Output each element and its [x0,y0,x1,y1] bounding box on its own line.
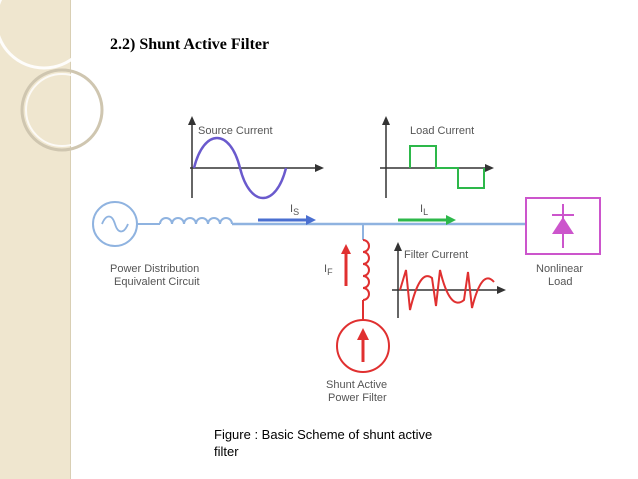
shunt-active-filter [336,319,390,373]
filter-current-plot: Filter Current [392,242,506,318]
source-current-plot: Source Current [188,116,324,200]
load-current-plot: Load Current [380,116,494,198]
load-label-line1: Nonlinear [536,263,583,275]
load-current-label: Load Current [410,125,474,137]
if-arrow-head [341,244,351,254]
load-plot-y-arrow [382,116,390,125]
source-label-line2: Equivalent Circuit [114,276,200,288]
if-label: IF [324,263,333,277]
sine-source-icon [101,215,129,233]
filter-current-wave [399,269,495,311]
filter-plot-x-arrow [497,286,506,294]
sidebar-divider [70,0,71,479]
source-plot-x-arrow [315,164,324,172]
source-inductor [159,217,233,225]
is-arrow-head [306,215,316,225]
decorative-circles [0,0,104,152]
shunt-filter-diagram: Source Current Load Current IS IL Nonlin… [92,116,601,404]
diode-icon [552,217,574,234]
is-label: IS [290,203,299,217]
il-label: IL [420,203,428,217]
source-plot-y-arrow [188,116,196,125]
filter-label-line2: Power Filter [328,392,387,404]
caption-line1: Figure : Basic Scheme of shunt active [214,427,433,442]
load-label-line2: Load [548,276,572,288]
filter-plot-y-arrow [394,242,402,251]
nonlinear-load [525,197,601,255]
source-label-line1: Power Distribution [110,263,199,275]
filter-label-line1: Shunt Active [326,379,387,391]
load-plot-x-arrow [485,164,494,172]
caption-line2: filter [214,444,239,459]
figure-caption: Figure : Basic Scheme of shunt active fi… [214,426,514,460]
filter-current-label: Filter Current [404,249,468,261]
il-arrow-head [446,215,456,225]
filter-inductor [362,239,370,301]
filter-source-arrow-head [357,328,369,340]
source-current-label: Source Current [198,125,273,137]
load-current-wave [409,145,485,189]
power-source [92,201,138,247]
slide-title: 2.2) Shunt Active Filter [110,36,270,53]
source-current-wave [192,136,288,200]
